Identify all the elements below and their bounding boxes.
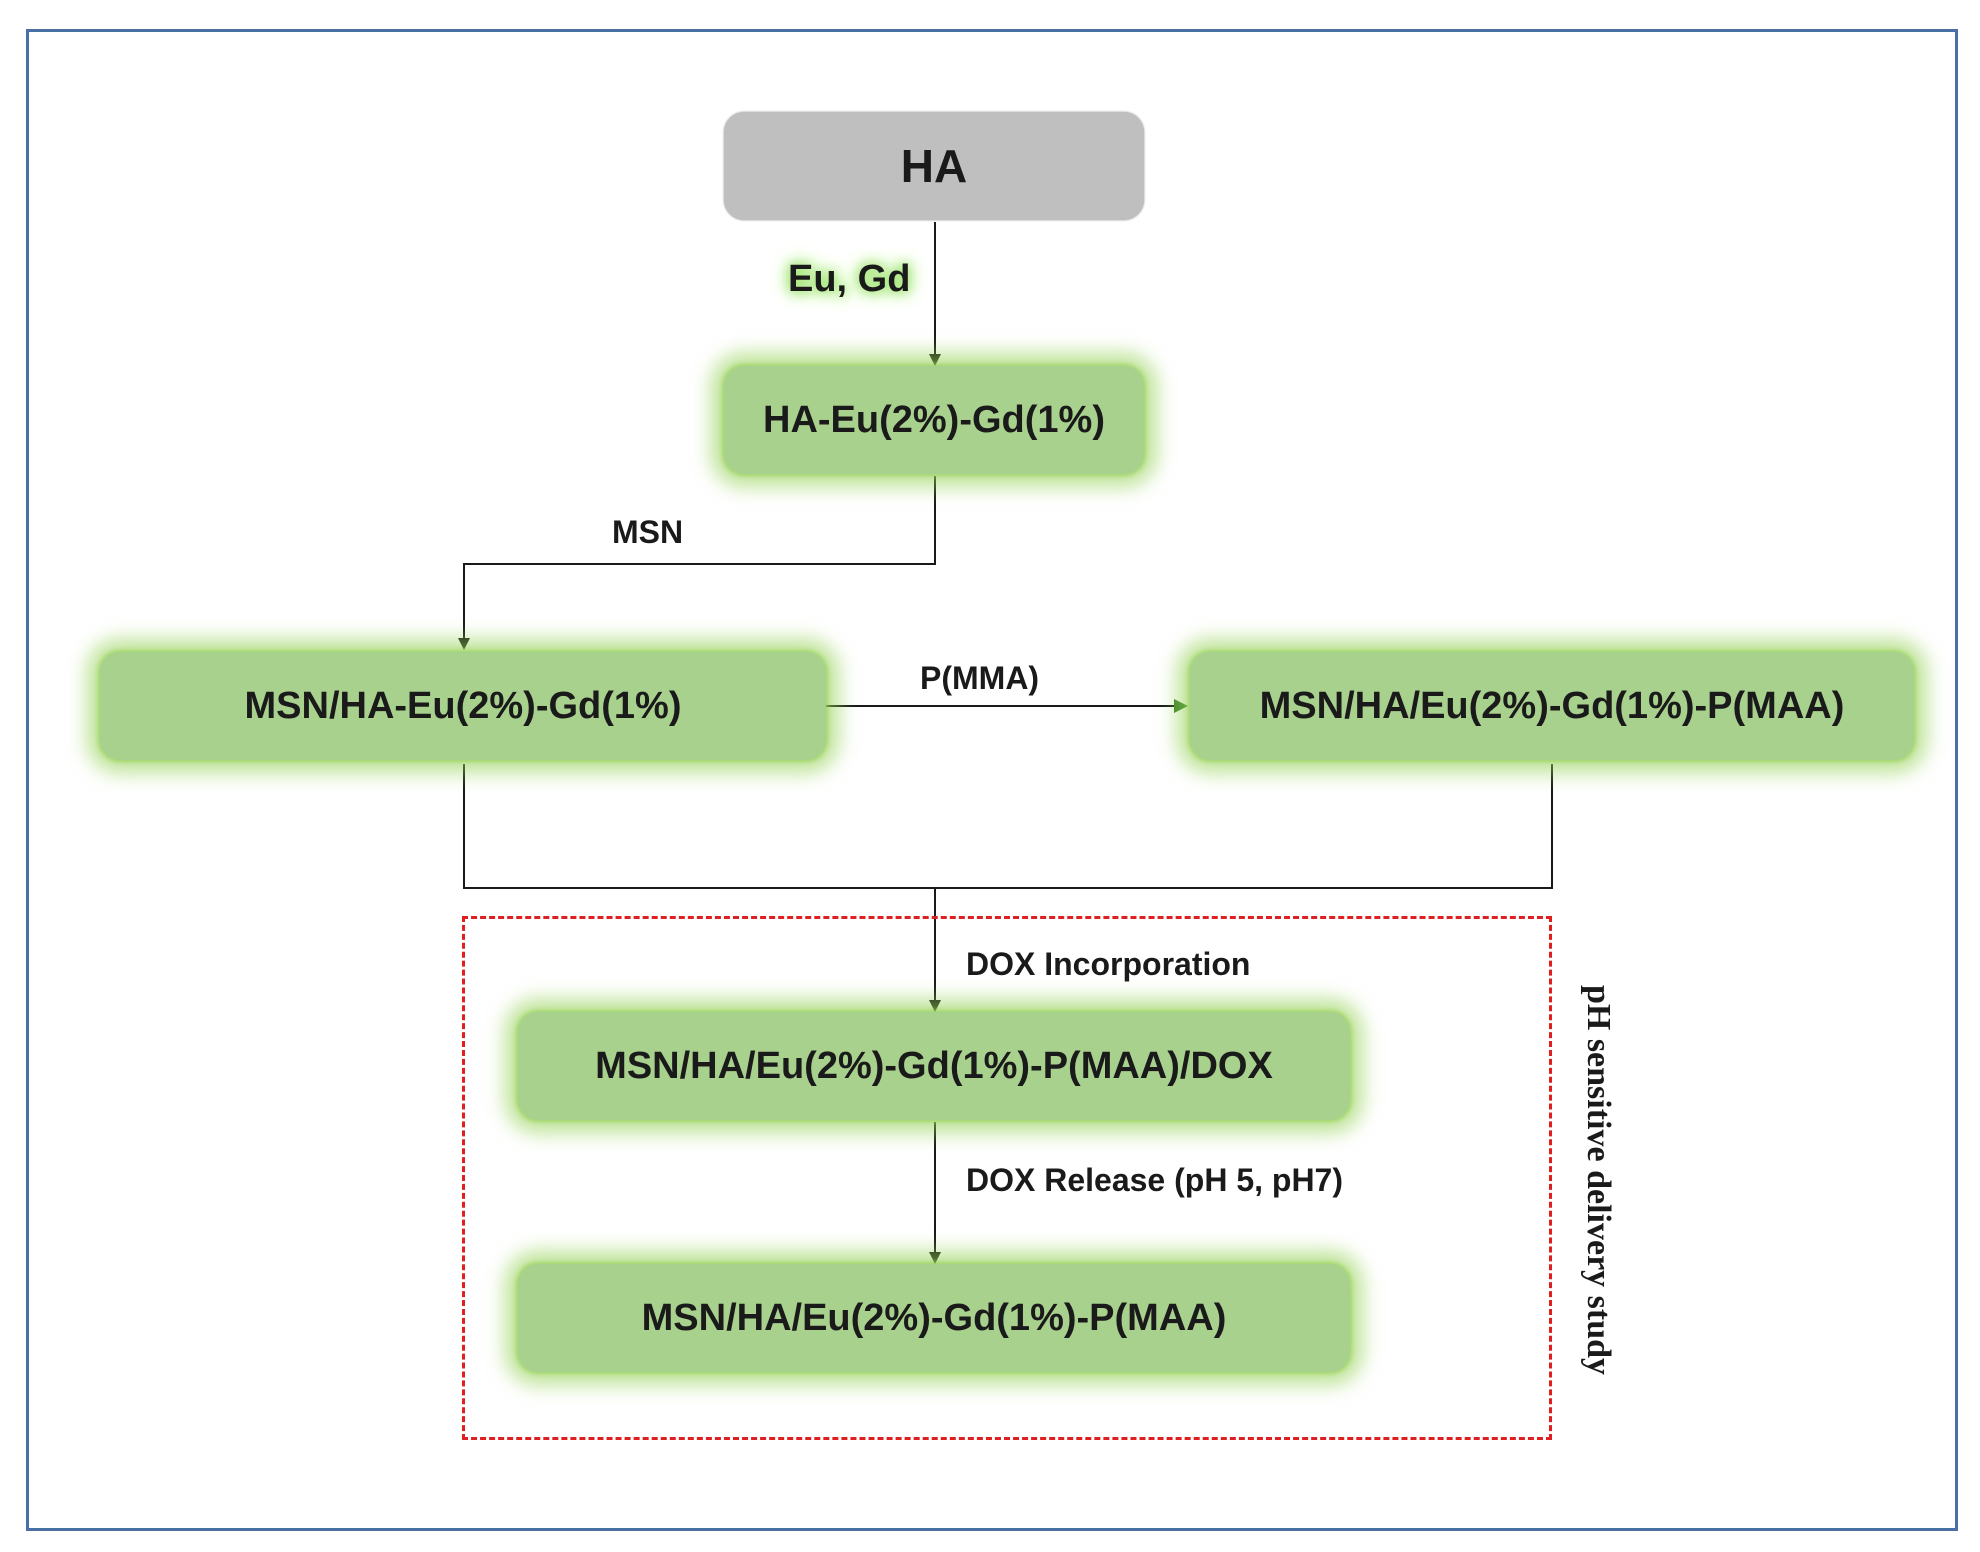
label-pmma: P(MMA) <box>920 660 1040 696</box>
ph-study-box <box>462 916 1552 1440</box>
label-eu-gd: Eu, Gd <box>788 258 911 300</box>
label-dox-incorporation: DOX Incorporation <box>966 946 1251 982</box>
label-dox-release: DOX Release (pH 5, pH7) <box>966 1162 1343 1198</box>
arrow-ha-eu-gd-to-msn <box>458 476 936 650</box>
node-msn-ha-eu-gd-pmaa-dox: MSN/HA/Eu(2%)-Gd(1%)-P(MAA)/DOX <box>518 1012 1350 1120</box>
merge-line <box>463 764 1553 889</box>
node-ha: HA <box>724 112 1144 220</box>
node-ha-eu-gd: HA-Eu(2%)-Gd(1%) <box>724 366 1144 474</box>
label-msn: MSN <box>612 514 684 550</box>
node-msn-ha-eu-gd: MSN/HA-Eu(2%)-Gd(1%) <box>100 652 826 760</box>
diagram-frame <box>26 29 1958 1531</box>
node-msn-ha-eu-gd-pmaa-right: MSN/HA/Eu(2%)-Gd(1%)-P(MAA) <box>1190 652 1914 760</box>
side-label-ph-study: pH sensitive delivery study <box>1580 984 1617 1376</box>
node-msn-ha-eu-gd-pmaa-bottom: MSN/HA/Eu(2%)-Gd(1%)-P(MAA) <box>518 1264 1350 1372</box>
